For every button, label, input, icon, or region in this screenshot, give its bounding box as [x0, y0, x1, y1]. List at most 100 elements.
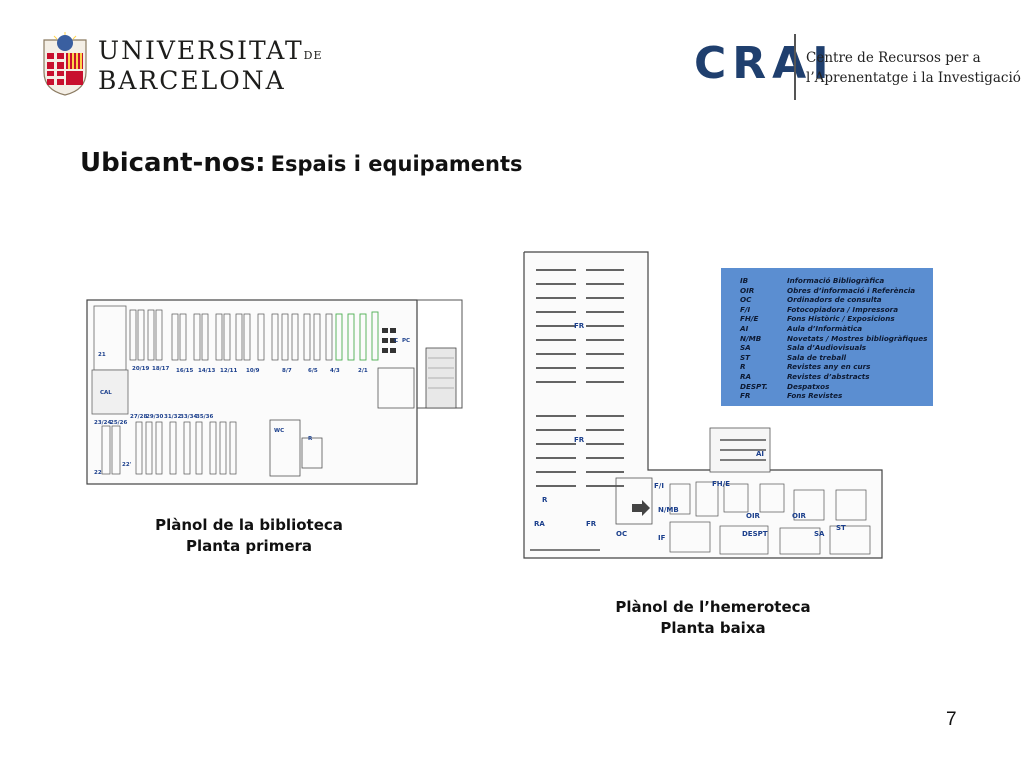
plan1-label-3536: 35/36 [196, 414, 213, 420]
plan1-label-21: 21 [98, 352, 106, 358]
plan1-label-2728: 27/28 [130, 414, 147, 420]
plan2-label-oir1: OIR [746, 512, 761, 520]
legend-description: Fons Històric / Exposicions [787, 314, 895, 324]
legend-code: OC [740, 295, 752, 305]
plan1-label-2930: 29/30 [146, 414, 163, 420]
plan1-label-1413: 14/13 [198, 368, 215, 374]
plan2-label-sa: SA [814, 530, 825, 538]
legend-row: OIR Obres d’informació i Referència [721, 286, 933, 296]
plan1-label-3334: 33/34 [180, 414, 197, 420]
legend-code: N/MB [740, 333, 762, 343]
plan1-label-1817: 18/17 [152, 366, 169, 372]
legend-description: Aula d’Informàtica [787, 324, 863, 333]
legend-code: OIR [740, 285, 755, 295]
plan2-label-fi: F/I [654, 482, 664, 490]
page-title: Ubicant-nos: Espais i equipaments [80, 148, 522, 178]
plan-baixa-caption: Plànol de l’hemeroteca Planta baixa [568, 597, 858, 639]
legend-code: DESPT. [740, 381, 768, 391]
legend-description: Novetats / Mostres bibliogràfiques [787, 333, 928, 343]
plan-baixa-caption-line2: Planta baixa [660, 619, 766, 637]
plan1-label-3132: 31/32 [164, 414, 181, 420]
plan1-label-109: 10/9 [246, 368, 260, 374]
plan1-label-21b: 2/1 [358, 368, 368, 374]
ub-logo-line1: UNIVERSITATDE [98, 36, 323, 65]
plan1-label-2019: 20/19 [132, 366, 149, 372]
plan2-label-oc: OC [616, 530, 627, 538]
legend-row: FR Fons Revistes [721, 391, 933, 401]
floor-plan-baixa: FR FR FR R RA AI F/I FH/E N/MB OC IF OIR… [520, 250, 885, 562]
legend-description: Despatxos [787, 381, 830, 391]
page-title-sub: Espais i equipaments [270, 152, 523, 176]
plan1-label-cal: CAL [100, 390, 112, 396]
legend-row: F/I Fotocopiadora / Impressora [721, 305, 933, 315]
ub-logo-line2: BARCELONA [98, 66, 286, 95]
plan2-label-despt: DESPT [742, 530, 768, 538]
legend-row: IB Informació Bibliogràfica [721, 276, 933, 286]
legend-code: ST [740, 352, 751, 362]
plan-primera-caption: Plànol de la biblioteca Planta primera [124, 515, 374, 557]
legend-description: Fotocopiadora / Impressora [787, 304, 899, 314]
legend-row: OC Ordinadors de consulta [721, 295, 933, 305]
legend-row: DESPT. Despatxos [721, 382, 933, 392]
plan-baixa-caption-line1: Plànol de l’hemeroteca [615, 598, 811, 616]
legend-description: Sala d’Audiovisuals [787, 343, 867, 353]
plan2-label-st: ST [836, 524, 846, 532]
plan2-label-ai: AI [756, 450, 764, 458]
crai-subtitle-line2: l’Aprenentatge i la Investigació [806, 70, 1021, 86]
legend-code: R [740, 362, 746, 372]
legend-code: FH/E [740, 314, 759, 324]
plan1-label-1211: 12/11 [220, 368, 237, 374]
page-title-main: Ubicant-nos: [80, 148, 266, 178]
plan2-label-fhe: FH/E [712, 480, 730, 488]
plan2-label-ra: RA [534, 520, 545, 528]
legend-code: RA [740, 372, 752, 381]
plan2-label-if: IF [658, 534, 666, 542]
plan2-label-fr2: FR [574, 436, 585, 444]
legend-description: Fons Revistes [787, 391, 843, 401]
legend-description: Revistes d’abstracts [787, 372, 870, 381]
ub-logo: UNIVERSITATDE BARCELONA [42, 32, 321, 100]
plan2-label-fr3: FR [586, 520, 597, 528]
crai-logo: CRAI Centre de Recursos per a l’Aprenent… [694, 30, 1021, 100]
page-number: 7 [946, 709, 957, 730]
plan1-label-2526: 25/26 [110, 420, 127, 426]
legend-row: N/MB Novetats / Mostres bibliogràfiques [721, 334, 933, 344]
legend-row: R Revistes any en curs [721, 362, 933, 372]
legend-description: Ordinadors de consulta [787, 295, 882, 305]
plan1-label-2324: 23/24 [94, 420, 111, 426]
legend-description: Informació Bibliogràfica [787, 276, 885, 285]
plan1-label-c: C [394, 338, 398, 344]
plan1-label-87: 8/7 [282, 368, 292, 374]
legend-code: FR [740, 391, 751, 401]
plan2-label-nmb: N/MB [658, 506, 679, 514]
legend-description: Obres d’informació i Referència [787, 285, 916, 295]
legend-code: IB [740, 276, 749, 285]
crai-subtitle: Centre de Recursos per a l’Aprenentatge … [806, 48, 1021, 88]
crai-subtitle-line1: Centre de Recursos per a [806, 50, 981, 66]
plan-primera-caption-line1: Plànol de la biblioteca [155, 516, 343, 534]
legend-row: FH/E Fons Històric / Exposicions [721, 314, 933, 324]
ub-shield-icon [43, 32, 87, 96]
plan2-label-r: R [542, 496, 548, 504]
legend-code: AI [740, 324, 749, 333]
legend-description: Revistes any en curs [787, 362, 871, 372]
plan-primera-caption-line2: Planta primera [185, 537, 313, 555]
plan1-label-r: R [308, 436, 313, 442]
plan1-label-65: 6/5 [308, 368, 318, 374]
crai-wordmark: CRAI [694, 38, 835, 89]
legend-row: ST Sala de treball [721, 353, 933, 363]
legend-code: F/I [740, 304, 751, 314]
legend-row: SA Sala d’Audiovisuals [721, 343, 933, 353]
plan2-label-fr1: FR [574, 322, 585, 330]
legend-code: SA [740, 343, 751, 353]
plan1-label-pc: PC [402, 338, 410, 344]
plan2-label-oir2: OIR [792, 512, 807, 520]
plan1-label-22b: 22' [122, 462, 132, 468]
legend-description: Sala de treball [787, 352, 847, 362]
legend-row: RA Revistes d’abstracts [721, 372, 933, 382]
floor-plan-primera: 21 CAL 20/19 18/17 16/15 14/13 12/11 10/… [86, 298, 466, 490]
plan1-label-wc: WC [274, 428, 284, 434]
crai-divider [794, 34, 796, 100]
plan1-label-1615: 16/15 [176, 368, 193, 374]
